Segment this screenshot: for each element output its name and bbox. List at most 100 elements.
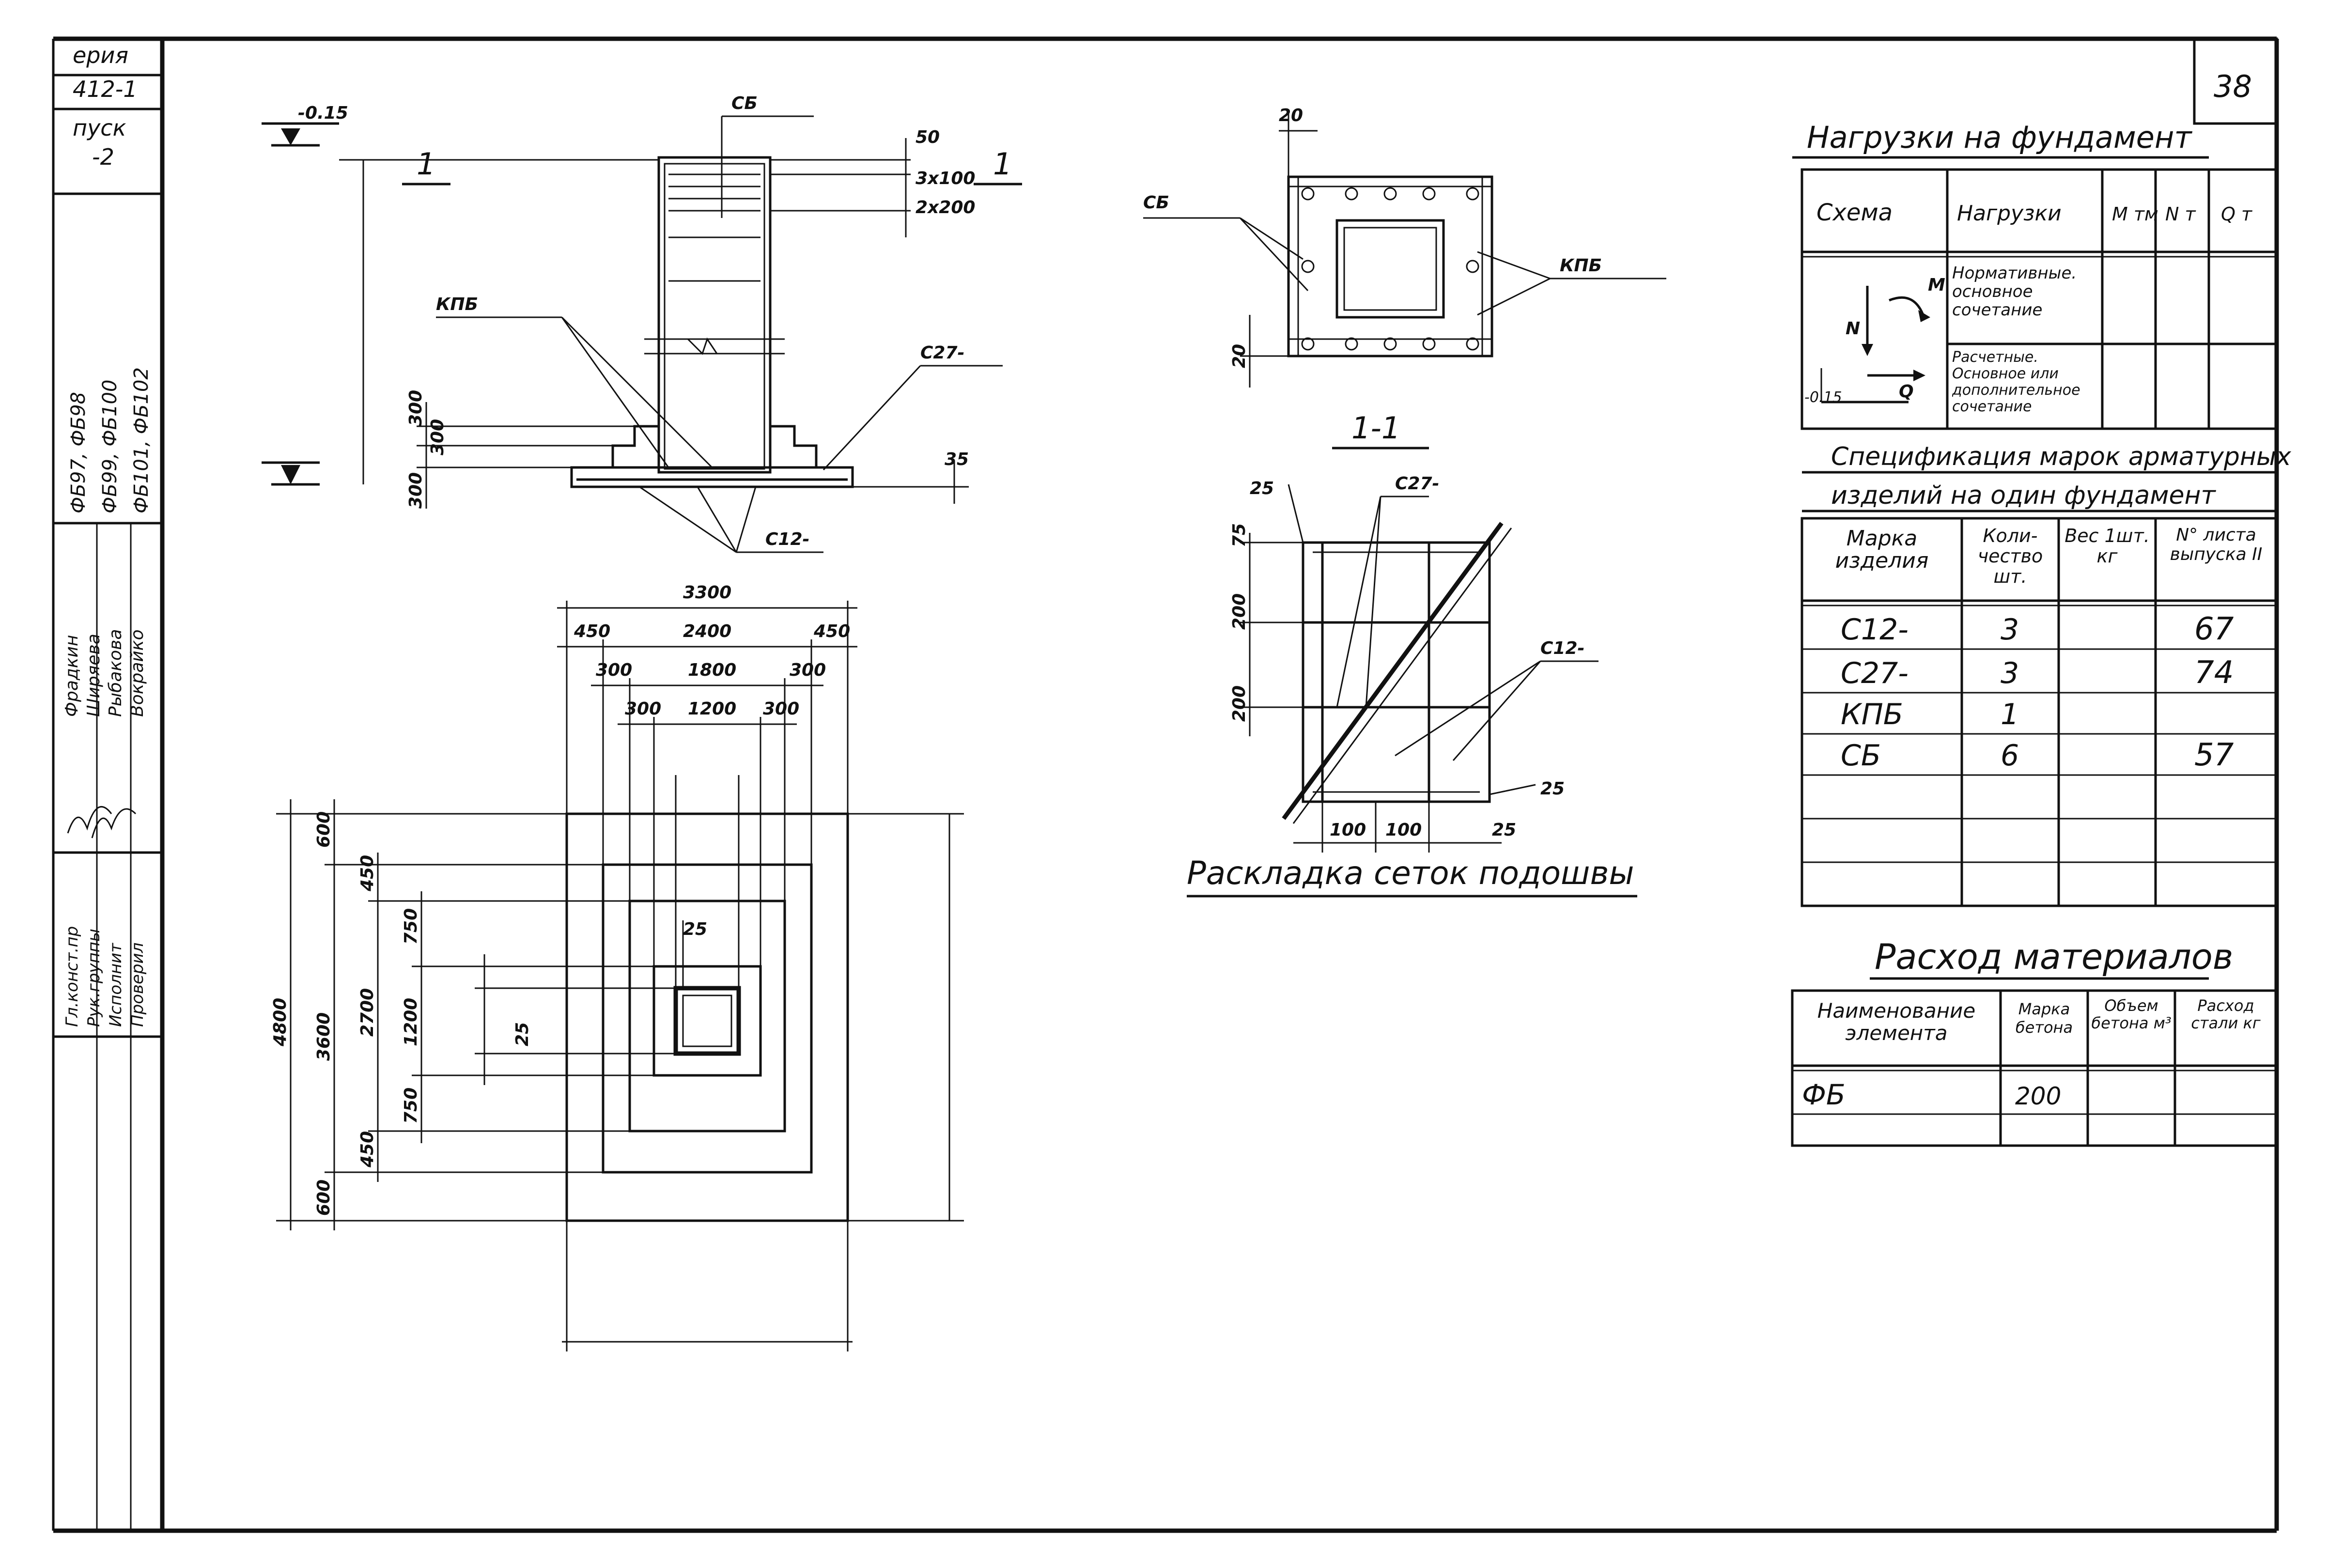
tb-role-4: Проверил	[128, 943, 147, 1027]
mat-header-steel: Расход стали кг	[2191, 996, 2261, 1032]
plan-dim-300-b: 300	[790, 660, 826, 680]
elev-label-sb: СБ	[731, 93, 758, 113]
foundation-elevation: -0.15 СБ КПБ С27-	[262, 93, 1022, 553]
tb-name-2: Ширяева	[84, 634, 104, 717]
section-title: 1-1	[1351, 410, 1400, 446]
plan-dim-25-top: 25	[683, 919, 707, 939]
plan-dim-1200-side: 1200	[401, 998, 421, 1046]
spec-row-1-qty: 3	[2001, 613, 2019, 647]
series-line-4: -2	[92, 144, 114, 170]
plan-dim-450-top: 450	[357, 855, 377, 892]
mesh-label-c12: С12-	[1540, 638, 1584, 658]
spec-row-4-sheet: 57	[2194, 737, 2234, 773]
mesh-caption: Раскладка сеток подошвы	[1187, 854, 1634, 892]
scheme-label-m: M	[1928, 275, 1945, 295]
mark-line-3: ФБ101, ФБ102	[130, 367, 153, 513]
scheme-label-q: Q	[1899, 382, 1914, 402]
spec-row-2-qty: 3	[2001, 656, 2019, 690]
loads-header-scheme: Схема	[1816, 199, 1893, 226]
tb-name-3: Рыбакова	[106, 629, 125, 717]
signature-1	[67, 806, 112, 834]
plan-dim-2400: 2400	[683, 621, 731, 641]
sec-dim-top: 20	[1279, 106, 1303, 125]
elev-label-c27: С27-	[920, 343, 964, 363]
loads-row-1-text: Нормативные. основное сочетание	[1952, 264, 2077, 320]
mark-line-1: ФБ97, ФБ98	[67, 392, 90, 513]
spec-title-2: изделий на один фундамент	[1831, 481, 2216, 510]
section-1-1: СБ КПБ 20 20 1-1	[1143, 106, 1666, 450]
signature-2	[91, 808, 137, 838]
level-arrow-bottom-icon	[281, 465, 300, 484]
plan-dim-750-top: 750	[401, 908, 421, 945]
tb-role-3: Исполнит	[106, 943, 125, 1027]
section-mark-left: 1	[417, 146, 435, 182]
mat-header-volume: Объем бетона м³	[2091, 996, 2172, 1032]
elev-dim-left-1: 300	[406, 390, 426, 426]
loads-table: Нагрузки на фундамент Схема Нагрузки М т…	[1792, 120, 2278, 430]
mesh-dim-bottom-2: 100	[1385, 820, 1422, 840]
mesh-dim-left-2: 200	[1229, 593, 1249, 630]
tb-name-4: Вокрайко	[127, 629, 147, 717]
spec-row-2-sheet: 74	[2194, 655, 2234, 691]
mesh-dim-bottom-3: 25	[1492, 820, 1516, 840]
sec-dim-left: 20	[1229, 344, 1249, 368]
plan-dim-300-c: 300	[625, 699, 661, 719]
mark-line-2: ФБ99, ФБ100	[99, 380, 121, 513]
mat-header-grade: Марка бетона	[2015, 1000, 2073, 1037]
loads-header-m: М тм	[2112, 203, 2158, 225]
spec-row-3-qty: 1	[2001, 698, 2019, 731]
plan-dim-2700: 2700	[357, 988, 377, 1037]
scheme-label-n: N	[1846, 319, 1860, 339]
spec-row-4-mark: СБ	[1841, 739, 1881, 773]
mat-header-name: Наименование элемента	[1817, 999, 1976, 1045]
tb-role-2: Рук.группы	[84, 929, 104, 1027]
plan-dim-25-left: 25	[512, 1022, 532, 1046]
elev-label-c12: С12-	[765, 529, 809, 549]
sec-label-sb: СБ	[1143, 193, 1169, 213]
arrow-right-icon	[1913, 370, 1925, 381]
sheet-number-box: 38	[2193, 37, 2278, 125]
moment-arrow-icon	[1918, 310, 1930, 322]
load-scheme-sketch: N M Q -0.15	[1804, 275, 1945, 406]
tb-name-1: Фрадкин	[62, 635, 82, 717]
plan-dim-3600: 3600	[314, 1012, 334, 1061]
plan-dim-450-left: 450	[574, 621, 610, 641]
spec-header-qty: Коли-чество шт.	[1977, 525, 2043, 587]
spec-row-1-mark: С12-	[1841, 613, 1909, 647]
section-mark-right: 1	[993, 146, 1012, 182]
materials-title: Расход материалов	[1875, 936, 2233, 977]
plan-dim-600-top: 600	[314, 811, 334, 848]
arrow-down-icon	[1862, 344, 1873, 356]
spec-row-2-mark: С27-	[1841, 656, 1909, 690]
elev-dim-right-3: 2x200	[916, 198, 975, 217]
series-line-3: пуск	[73, 115, 126, 141]
elev-dim-right-2: 3x100	[916, 169, 975, 188]
mesh-dim-top-left: 25	[1250, 479, 1274, 498]
scheme-label-level: -0.15	[1804, 389, 1842, 406]
spec-row-4-qty: 6	[2001, 739, 2019, 773]
elev-dim-left-3: 300	[406, 472, 426, 509]
spec-header-weight: Вес 1шт. кг	[2064, 525, 2150, 567]
plan-dim-1800: 1800	[688, 660, 736, 680]
materials-table: Расход материалов Наименование элемента …	[1791, 936, 2278, 1147]
plan-dim-1200: 1200	[688, 699, 736, 719]
sole-mesh-layout: С27- С12- 75 200 200 25 100 100 25 25 Ра…	[1187, 474, 1637, 898]
plan-dim-4800: 4800	[270, 998, 290, 1047]
spec-header-mark: Марка изделия	[1835, 526, 1929, 573]
loads-title: Нагрузки на фундамент	[1807, 120, 2192, 155]
mesh-dim-left-1: 75	[1229, 523, 1249, 547]
spec-table: Спецификация марок арматурных изделий на…	[1800, 442, 2292, 907]
plan-dim-750-bottom: 750	[401, 1087, 421, 1124]
mat-row-1-grade: 200	[2015, 1082, 2061, 1110]
loads-header-n: N т	[2165, 203, 2197, 225]
elev-label-kpb: КПБ	[436, 295, 478, 314]
level-arrow-icon	[281, 128, 300, 145]
plan-dim-300-d: 300	[763, 699, 799, 719]
spec-header-sheet: N° листа выпуска II	[2170, 525, 2263, 564]
mesh-dim-right: 25	[1540, 779, 1565, 799]
mesh-label-c27: С27-	[1395, 474, 1439, 494]
elev-dim-bottom: 35	[945, 450, 969, 469]
spec-row-3-mark: КПБ	[1841, 698, 1903, 731]
plan-dim-300-a: 300	[596, 660, 632, 680]
